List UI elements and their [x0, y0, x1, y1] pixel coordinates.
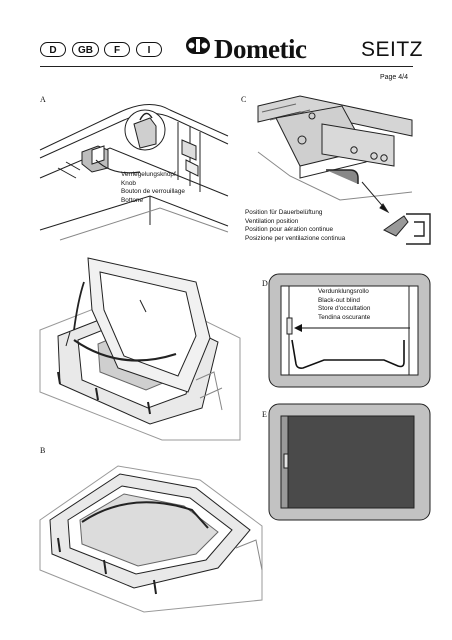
caption-line: Posizione per ventilazione continua [245, 234, 346, 242]
caption-line: Verriegelungsknopf [121, 171, 176, 178]
header-rule [40, 66, 413, 67]
section-label-e: E [262, 410, 267, 419]
section-label-b: B [40, 446, 46, 455]
caption-line: Position pour aération continue [245, 226, 334, 234]
ventilation-caption: Position für Dauerbelüftung Ventilation … [245, 209, 345, 243]
lang-badge-it: I [136, 42, 162, 57]
closed-roof-window-illustration [39, 465, 263, 613]
dometic-logo-icon [186, 37, 210, 54]
closed-blind-frame-illustration [268, 403, 431, 521]
knob-detail-illustration [39, 104, 229, 241]
caption-line: Ventilation position [245, 217, 299, 225]
caption-line: Bottone [121, 196, 144, 204]
page-number: Page 4/4 [379, 74, 408, 81]
brand-suffix: SEITZ [361, 38, 424, 61]
brand-name: Dometic [214, 34, 307, 64]
section-label-c: C [241, 95, 247, 104]
blind-caption: Verdunklungsrollo Black-out blind Store … [318, 288, 370, 322]
lang-badge-gb: GB [72, 42, 99, 57]
caption-line: Position für Dauerbelüftung [245, 209, 323, 216]
caption-line: Store d'occultation [318, 305, 371, 313]
caption-line: Knob [121, 179, 136, 187]
caption-line: Tendina oscurante [318, 313, 371, 321]
section-label-d: D [262, 279, 268, 288]
open-roof-window-illustration [39, 257, 241, 441]
caption-line: Bouton de verrouillage [121, 188, 185, 196]
blind-frame-illustration [268, 273, 431, 388]
ventilation-latch-illustration [257, 95, 431, 245]
knob-caption: Verriegelungsknopf Knob Bouton de verrou… [121, 171, 185, 205]
caption-line: Black-out blind [318, 296, 360, 304]
lang-badge-fr: F [104, 42, 130, 57]
lang-badge-de: D [40, 42, 66, 57]
section-label-a: A [40, 95, 46, 104]
caption-line: Verdunklungsrollo [318, 288, 369, 295]
